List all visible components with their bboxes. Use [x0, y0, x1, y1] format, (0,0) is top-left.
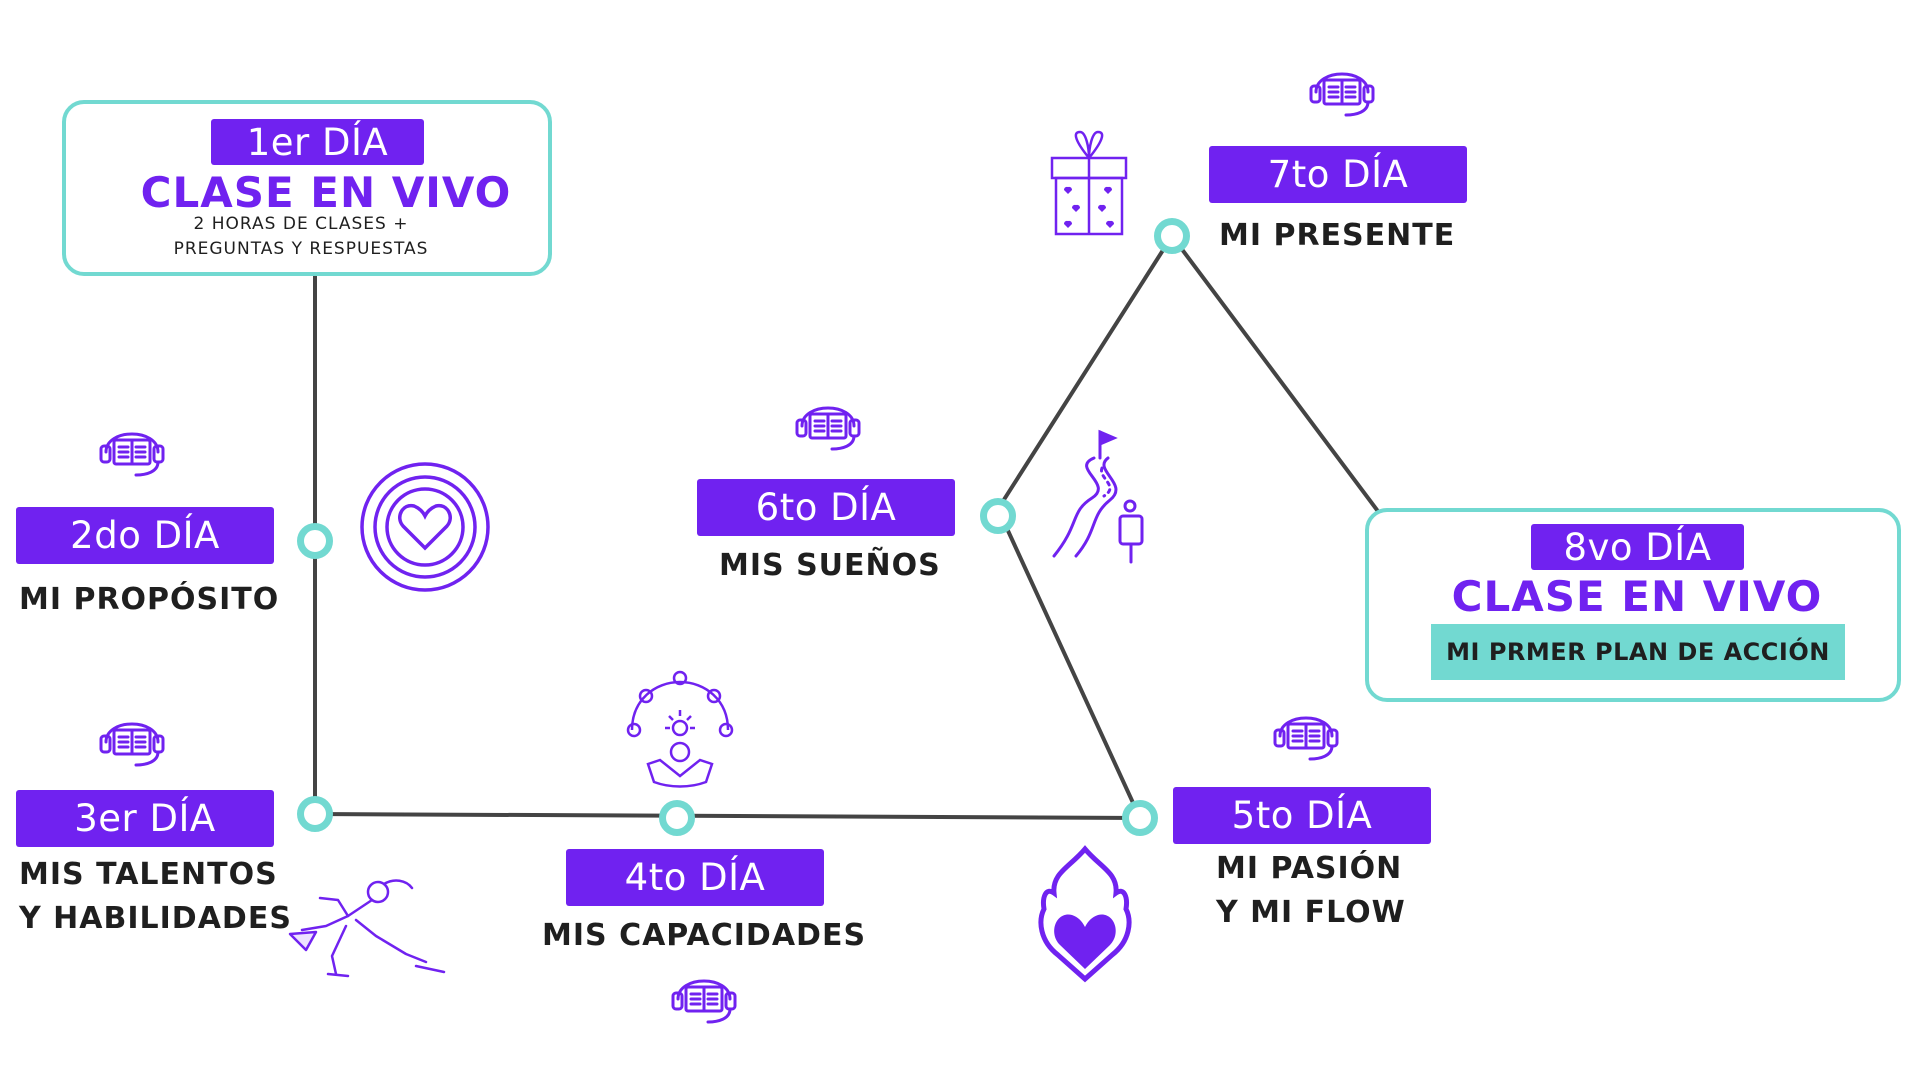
day8-badge: 8vo DÍA	[1531, 524, 1744, 570]
day8-title: CLASE EN VIVO	[1451, 572, 1823, 621]
day7-badge: 7to DÍA	[1209, 146, 1467, 203]
day5-label-line1: MI PASIÓN	[1216, 851, 1403, 886]
day4-label: MIS CAPACIDADES	[542, 918, 867, 953]
day7-label: MI PRESENTE	[1219, 218, 1456, 253]
headset-book-icon	[795, 406, 861, 451]
flame-heart-icon	[1038, 845, 1132, 983]
headset-book-icon	[1309, 72, 1375, 117]
day1-card: 1er DÍA CLASE EN VIVO 2 HORAS DE CLASES …	[62, 100, 552, 276]
day3-label-line1: MIS TALENTOS	[19, 857, 278, 892]
day1-subtitle: 2 HORAS DE CLASES + PREGUNTAS Y RESPUEST…	[66, 212, 556, 262]
day2-label: MI PROPÓSITO	[19, 582, 280, 617]
gift-icon	[1050, 130, 1128, 236]
gears-head-icon	[626, 670, 734, 788]
node-day3	[297, 796, 333, 832]
target-heart-icon	[360, 462, 490, 592]
headset-book-icon	[99, 722, 165, 767]
node-day2	[297, 523, 333, 559]
day5-badge: 5to DÍA	[1173, 787, 1431, 844]
day3-label-line2: Y HABILIDADES	[19, 901, 292, 936]
day4-badge: 4to DÍA	[566, 849, 824, 906]
day3-badge: 3er DÍA	[16, 790, 274, 847]
day6-label: MIS SUEÑOS	[719, 548, 941, 583]
node-day4	[659, 800, 695, 836]
headset-book-icon	[671, 979, 737, 1024]
day2-badge: 2do DÍA	[16, 507, 274, 564]
node-day6	[980, 498, 1016, 534]
day8-plan: MI PRMER PLAN DE ACCIÓN	[1431, 624, 1845, 680]
day6-badge: 6to DÍA	[697, 479, 955, 536]
day8-card: 8vo DÍA CLASE EN VIVO MI PRMER PLAN DE A…	[1365, 508, 1901, 702]
day1-title: CLASE EN VIVO	[140, 168, 512, 217]
day1-sub-line2: PREGUNTAS Y RESPUESTAS	[173, 239, 429, 259]
node-day7	[1154, 218, 1190, 254]
node-day5	[1122, 800, 1158, 836]
headset-book-icon	[99, 432, 165, 477]
skater-icon	[288, 879, 446, 978]
day1-badge: 1er DÍA	[211, 119, 424, 165]
day1-sub-line1: 2 HORAS DE CLASES +	[193, 214, 409, 234]
day5-label-line2: Y MI FLOW	[1216, 895, 1406, 930]
winding-path-icon	[1052, 429, 1144, 564]
headset-book-icon	[1273, 716, 1339, 761]
roadmap-path	[313, 232, 1382, 821]
